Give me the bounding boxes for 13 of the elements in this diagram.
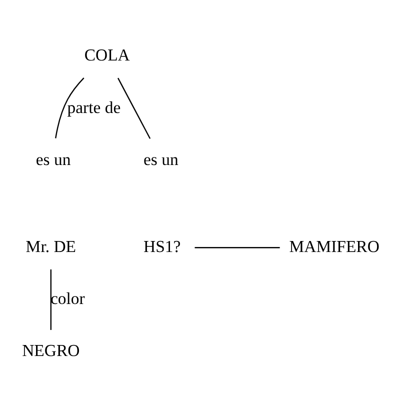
connector: [50, 269, 52, 330]
connector: [194, 247, 280, 248]
edge-label: color: [50, 289, 85, 308]
connector: [118, 78, 151, 139]
node-text: NEGRO: [22, 341, 80, 360]
edge-label: parte de: [67, 98, 121, 117]
node-text: Mr. DE: [26, 237, 76, 256]
node-text: es un: [144, 150, 178, 169]
node-text: es un: [36, 150, 71, 169]
node-text: HS1?: [144, 237, 181, 256]
connector: [55, 78, 84, 138]
node-text: MAMIFERO: [289, 237, 380, 256]
node-text: COLA: [84, 46, 130, 65]
